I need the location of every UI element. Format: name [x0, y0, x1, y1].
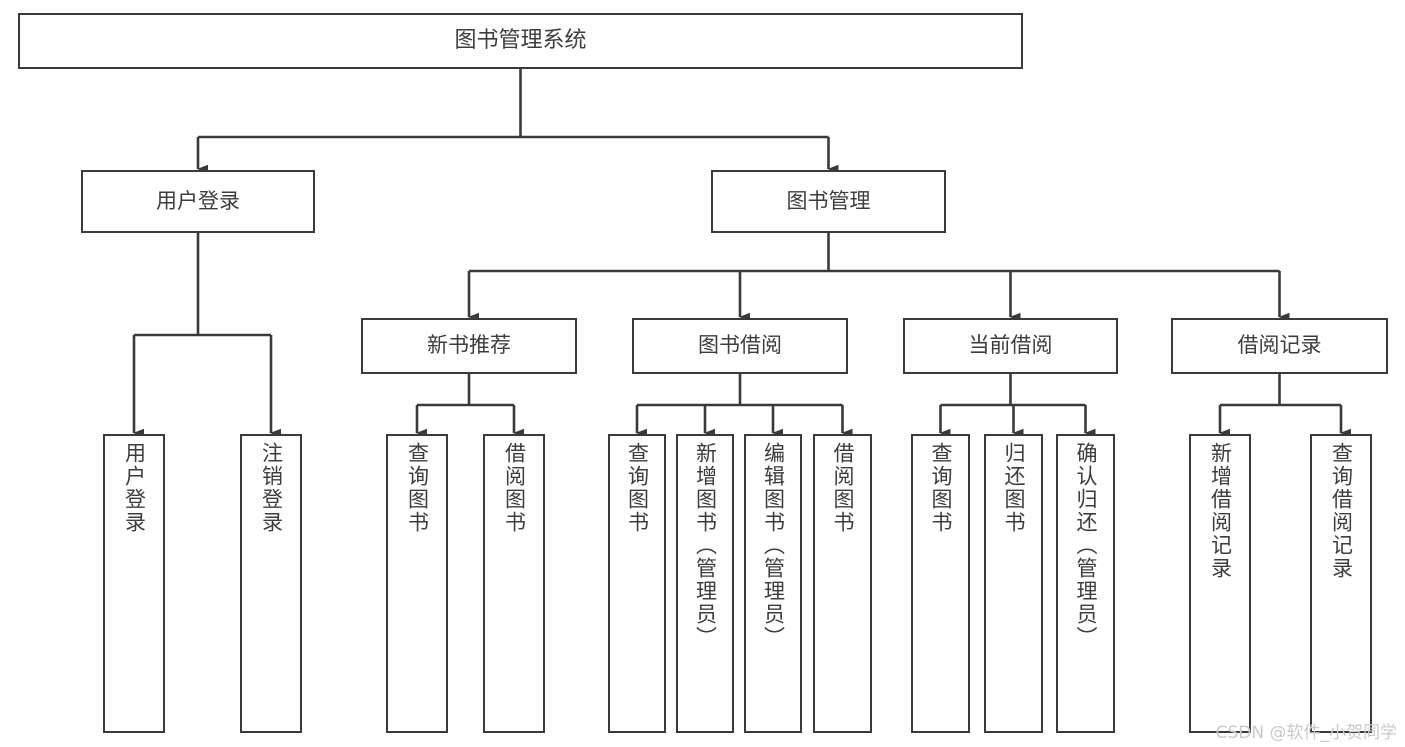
node-label: 借阅记录	[1237, 333, 1322, 358]
node-book-manage[interactable]: 图书管理	[711, 170, 946, 233]
node-leaf-query-book-2[interactable]: 查询图书	[608, 434, 666, 733]
node-leaf-confirm-return[interactable]: 确认归还（管理员）	[1056, 434, 1115, 733]
edge-paths	[132, 69, 1351, 438]
node-leaf-add-book[interactable]: 新增图书（管理员）	[676, 434, 734, 733]
node-new-book-rec[interactable]: 新书推荐	[361, 318, 577, 374]
node-label: 编辑图书（管理员）	[761, 442, 786, 649]
node-label: 用户登录	[122, 442, 147, 534]
node-leaf-query-book-1[interactable]: 查询图书	[386, 434, 448, 733]
node-label: 注销登录	[259, 442, 284, 534]
node-book-borrow[interactable]: 图书借阅	[632, 318, 848, 374]
node-label: 借阅图书	[502, 442, 527, 534]
node-label: 新增借阅记录	[1208, 442, 1233, 580]
node-label: 查询图书	[929, 442, 953, 534]
node-label: 新增图书（管理员）	[693, 442, 718, 649]
node-label: 图书管理系统	[454, 27, 587, 53]
node-label: 查询图书	[625, 442, 650, 534]
node-label: 图书管理	[786, 188, 871, 213]
node-leaf-add-record[interactable]: 新增借阅记录	[1189, 434, 1251, 733]
node-label: 新书推荐	[427, 333, 511, 358]
node-current-borrow[interactable]: 当前借阅	[903, 318, 1118, 374]
node-label: 借阅图书	[831, 442, 855, 534]
node-leaf-query-book-3[interactable]: 查询图书	[911, 434, 970, 733]
node-user-login[interactable]: 用户登录	[81, 170, 315, 233]
node-leaf-logout[interactable]: 注销登录	[240, 434, 302, 733]
node-label: 用户登录	[156, 188, 240, 213]
node-leaf-user-login[interactable]: 用户登录	[103, 434, 165, 733]
node-leaf-return-book[interactable]: 归还图书	[984, 434, 1043, 733]
node-label: 归还图书	[1002, 442, 1026, 534]
node-root[interactable]: 图书管理系统	[18, 13, 1023, 69]
node-leaf-query-record[interactable]: 查询借阅记录	[1310, 434, 1372, 733]
node-borrow-record[interactable]: 借阅记录	[1171, 318, 1388, 374]
node-label: 确认归还（管理员）	[1074, 442, 1098, 649]
node-label: 查询图书	[405, 442, 430, 534]
node-leaf-borrow-book-2[interactable]: 借阅图书	[813, 434, 872, 733]
node-leaf-borrow-book-1[interactable]: 借阅图书	[483, 434, 545, 733]
node-label: 当前借阅	[968, 333, 1053, 358]
node-leaf-edit-book[interactable]: 编辑图书（管理员）	[744, 434, 802, 733]
node-label: 图书借阅	[698, 333, 782, 358]
node-label: 查询借阅记录	[1329, 442, 1354, 580]
